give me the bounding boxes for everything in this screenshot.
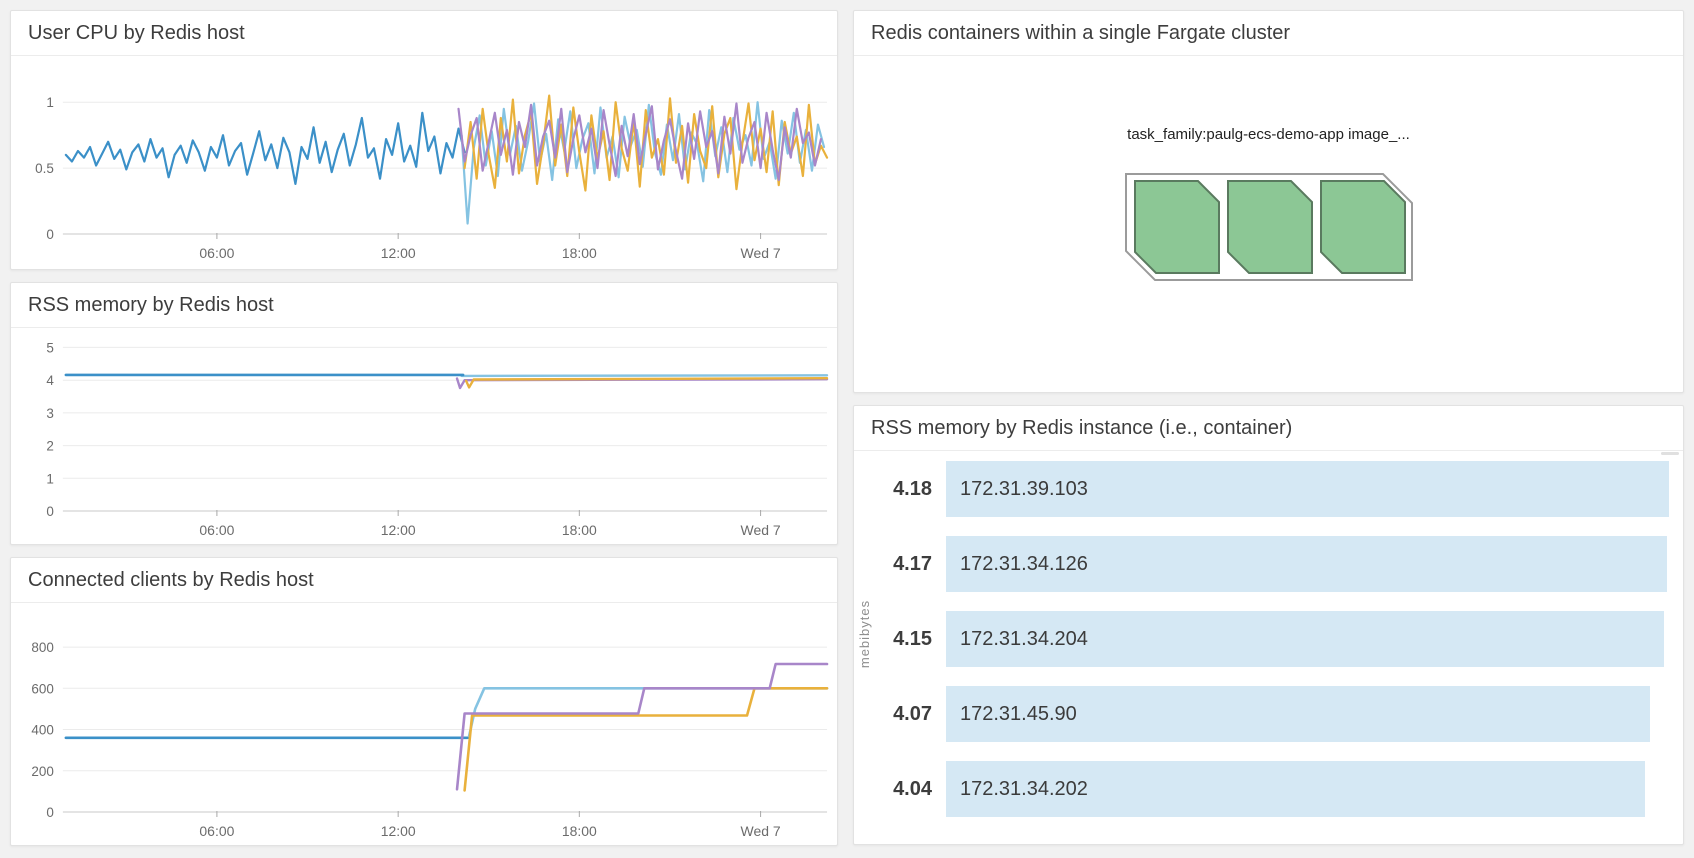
toplist-row: 4.15 172.31.34.204 xyxy=(878,611,1669,667)
toplist-row: 4.07 172.31.45.90 xyxy=(878,686,1669,742)
panel-rss-by-host: RSS memory by Redis host 0 1 2 3 4 5 06:00 12:0… xyxy=(10,282,838,545)
toplist-instance-label: 172.31.45.90 xyxy=(960,702,1077,725)
rss-by-host-title: RSS memory by Redis host xyxy=(11,283,837,328)
y-tick-label: 800 xyxy=(31,640,53,655)
toplist-bar[interactable]: 172.31.45.90 xyxy=(946,686,1650,742)
toplist-value: 4.04 xyxy=(893,777,932,800)
toplist-bar[interactable]: 172.31.39.103 xyxy=(946,461,1669,517)
toplist-bar-zone: 172.31.39.103 xyxy=(946,461,1669,517)
toplist-bar-zone: 172.31.34.202 xyxy=(946,761,1669,817)
toplist-bar[interactable]: 172.31.34.202 xyxy=(946,761,1645,817)
panel-fargate-cluster: Redis containers within a single Fargate… xyxy=(853,10,1684,393)
x-tick-label: 12:00 xyxy=(381,522,416,538)
x-tick-label: Wed 7 xyxy=(741,522,781,538)
y-tick-label: 4 xyxy=(46,373,54,388)
toplist-bar-zone: 172.31.45.90 xyxy=(946,686,1669,742)
series-line-redis-host-2[interactable] xyxy=(467,687,829,738)
task-family-group-label: task_family:paulg-ecs-demo-app image_... xyxy=(1127,126,1410,143)
y-tick-label: 1 xyxy=(46,471,53,486)
fargate-hexgrid-graphic[interactable] xyxy=(1121,169,1417,285)
redis-container-hexagon[interactable] xyxy=(1226,180,1313,274)
y-tick-label: 200 xyxy=(31,764,53,779)
toplist-value: 4.15 xyxy=(893,627,932,650)
panel-rss-toplist: RSS memory by Redis instance (i.e., cont… xyxy=(853,405,1684,845)
x-tick-label: 12:00 xyxy=(381,245,416,261)
connected-clients-title: Connected clients by Redis host xyxy=(11,558,837,603)
user-cpu-chart[interactable]: 0 0.5 1 06:00 12:00 18:00 Wed 7 xyxy=(11,56,837,268)
toplist-row: 4.04 172.31.34.202 xyxy=(878,761,1669,817)
x-tick-label: 06:00 xyxy=(199,522,234,538)
toplist-instance-label: 172.31.34.202 xyxy=(960,777,1088,800)
toplist-instance-label: 172.31.34.204 xyxy=(960,627,1088,650)
connected-clients-chart[interactable]: 0 200 400 600 800 06:00 12:00 18:00 Wed 7 xyxy=(11,603,837,846)
x-tick-label: 18:00 xyxy=(562,823,597,839)
toplist-value: 4.18 xyxy=(893,477,932,500)
toplist-unit-label: mebibytes xyxy=(857,599,872,669)
toplist-bar-zone: 172.31.34.126 xyxy=(946,536,1669,592)
x-tick-label: Wed 7 xyxy=(741,823,781,839)
y-tick-label: 1 xyxy=(46,95,53,110)
toplist-bar[interactable]: 172.31.34.126 xyxy=(946,536,1668,592)
x-tick-label: 12:00 xyxy=(381,823,416,839)
scrollbar-hint[interactable] xyxy=(1661,452,1679,455)
rss-by-host-chart[interactable]: 0 1 2 3 4 5 06:00 12:00 18:00 Wed 7 xyxy=(11,328,837,545)
series-line-redis-host-2[interactable] xyxy=(460,101,826,225)
series-line-redis-host-4[interactable] xyxy=(455,662,829,791)
y-tick-label: 0.5 xyxy=(35,161,54,176)
user-cpu-title: User CPU by Redis host xyxy=(11,11,837,56)
redis-container-hexagon[interactable] xyxy=(1133,180,1220,274)
toplist-bar[interactable]: 172.31.34.204 xyxy=(946,611,1664,667)
toplist-body: mebibytes 4.18 172.31.39.103 4.17 172.31.34… xyxy=(854,451,1683,817)
toplist-row: 4.17 172.31.34.126 xyxy=(878,536,1669,592)
y-tick-label: 0 xyxy=(46,805,53,820)
toplist-rows: 4.18 172.31.39.103 4.17 172.31.34.126 4.15 17… xyxy=(878,461,1669,817)
y-tick-label: 3 xyxy=(46,406,53,421)
series-line-redis-host-3[interactable] xyxy=(463,94,829,192)
series-line-redis-host-4[interactable] xyxy=(457,102,823,182)
y-tick-label: 600 xyxy=(31,681,53,696)
toplist-value: 4.17 xyxy=(893,552,932,575)
panel-user-cpu: User CPU by Redis host 0 0.5 1 06:00 12:00 18… xyxy=(10,10,838,270)
y-tick-label: 0 xyxy=(46,504,53,519)
y-tick-label: 0 xyxy=(46,227,53,242)
x-tick-label: 06:00 xyxy=(199,245,234,261)
panel-connected-clients: Connected clients by Redis host 0 200 400 6… xyxy=(10,557,838,846)
series-line-redis-host-3[interactable] xyxy=(463,687,829,792)
y-tick-label: 5 xyxy=(46,340,53,355)
y-tick-label: 400 xyxy=(31,722,53,737)
toplist-instance-label: 172.31.34.126 xyxy=(960,552,1088,575)
y-tick-label: 2 xyxy=(46,439,53,454)
toplist-row: 4.18 172.31.39.103 xyxy=(878,461,1669,517)
toplist-instance-label: 172.31.39.103 xyxy=(960,477,1088,500)
toplist-value: 4.07 xyxy=(893,702,932,725)
x-tick-label: 06:00 xyxy=(199,823,234,839)
series-line-redis-host-original[interactable] xyxy=(64,111,466,186)
rss-toplist-title: RSS memory by Redis instance (i.e., cont… xyxy=(854,406,1683,451)
toplist-bar-zone: 172.31.34.204 xyxy=(946,611,1669,667)
series-line-redis-host-2[interactable] xyxy=(460,374,829,378)
right-column: Redis containers within a single Fargate… xyxy=(853,10,1684,857)
x-tick-label: Wed 7 xyxy=(741,245,781,261)
fargate-cluster-title: Redis containers within a single Fargate… xyxy=(854,11,1683,56)
series-line-redis-host-3[interactable] xyxy=(464,377,829,389)
redis-container-hexagon[interactable] xyxy=(1319,180,1406,274)
x-tick-label: 18:00 xyxy=(562,522,597,538)
fargate-body: task_family:paulg-ecs-demo-app image_... xyxy=(854,126,1683,290)
x-tick-label: 18:00 xyxy=(562,245,597,261)
